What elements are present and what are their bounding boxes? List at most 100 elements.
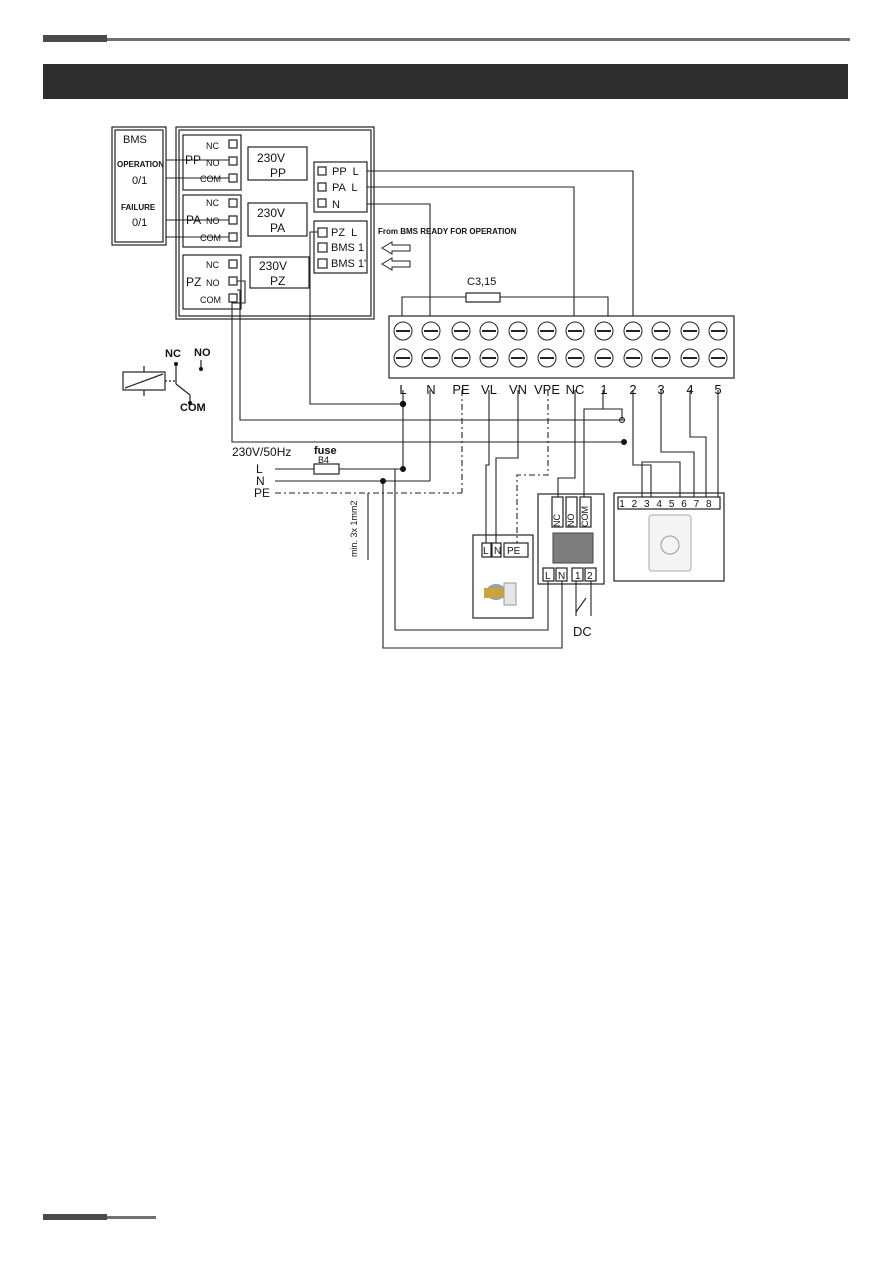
- terminal-strip: [388, 315, 735, 379]
- terminal-strip-label: 2: [629, 382, 636, 397]
- fuse-rating: B4: [318, 455, 329, 465]
- switch-supply-n: N: [558, 571, 565, 582]
- bms-title: BMS: [123, 134, 147, 146]
- footer-accent-bar: [43, 1214, 107, 1220]
- terminal-screw: [680, 321, 700, 341]
- relay-symbol-nc: NC: [165, 348, 181, 360]
- relay-pz-contacts: [182, 254, 242, 310]
- capacitor-label: C3,15: [467, 276, 496, 288]
- switch-contact-com: COM: [580, 506, 590, 527]
- relay-pp-coil: [247, 146, 308, 181]
- terminal-screw: [594, 321, 614, 341]
- bms-input-arrow: [381, 241, 411, 255]
- terminal-screw: [651, 321, 671, 341]
- valve-terminal-pe: PE: [507, 546, 521, 557]
- relay-pp-com: COM: [200, 174, 221, 184]
- pressure-switch-picture: [552, 532, 594, 564]
- relay-symbol-com: COM: [180, 402, 206, 414]
- relay-pp-label: PP: [270, 166, 286, 180]
- terminal-strip-label: 5: [714, 382, 721, 397]
- terminal-strip-label: N: [426, 382, 435, 397]
- relay-symbol-no: NO: [194, 347, 211, 359]
- supply-voltage: 230V/50Hz: [232, 445, 291, 459]
- terminal-bms-1: BMS 1: [331, 242, 364, 254]
- relay-pz-label: PZ: [270, 274, 285, 288]
- terminal-screw: [508, 348, 528, 368]
- relay-pa-contacts: [182, 194, 242, 248]
- bms-failure-value: 0/1: [132, 217, 147, 229]
- bms-operation-label: OPERATION: [117, 160, 164, 169]
- terminal-pa-l: PA L: [332, 182, 357, 194]
- supply-line-n: N: [256, 474, 265, 488]
- terminal-screw: [451, 348, 471, 368]
- terminal-screw: [537, 348, 557, 368]
- relay-pa-nc: NC: [206, 198, 219, 208]
- terminal-screw: [594, 348, 614, 368]
- terminal-strip-label: 1: [600, 382, 607, 397]
- switch-supply-l: L: [545, 571, 551, 582]
- terminal-screw: [623, 321, 643, 341]
- switch-contact-no: NO: [566, 514, 576, 528]
- terminal-strip-label: L: [399, 382, 406, 397]
- terminal-strip-label: 4: [686, 382, 693, 397]
- controller-picture: [648, 514, 692, 572]
- switch-terminal-1: 1: [575, 571, 581, 582]
- terminal-screw: [708, 321, 728, 341]
- terminal-strip-label: PE: [452, 382, 470, 397]
- terminal-screw: [565, 321, 585, 341]
- relay-pz-name: PZ: [186, 275, 201, 289]
- terminal-screw: [537, 321, 557, 341]
- relay-pp-voltage: 230V: [257, 151, 285, 165]
- terminal-screw: [479, 321, 499, 341]
- terminal-screw: [421, 348, 441, 368]
- relay-pa-com: COM: [200, 233, 221, 243]
- bms-input-arrow: [381, 257, 411, 271]
- valve-terminal-l: L: [483, 546, 489, 557]
- controller-terminal-label: 5: [669, 499, 675, 510]
- controller-terminal-label: 4: [656, 499, 662, 510]
- bms-ready-note: From BMS READY FOR OPERATION: [378, 227, 517, 236]
- supply-line-pe: PE: [254, 486, 270, 500]
- terminal-pp-l: PP L: [332, 166, 359, 178]
- relay-pa-voltage: 230V: [257, 206, 285, 220]
- relay-pz-coil: [249, 256, 310, 289]
- terminal-pz-l: PZ L: [331, 227, 357, 239]
- relay-pz-no: NO: [206, 278, 220, 288]
- terminal-strip-label: VN: [509, 382, 527, 397]
- valve-unit: [472, 534, 534, 619]
- capacitor-symbol: [465, 292, 501, 303]
- relay-pa-no: NO: [206, 216, 220, 226]
- bms-operation-value: 0/1: [132, 175, 147, 187]
- relay-pz-voltage: 230V: [259, 259, 287, 273]
- controller-terminal-label: 8: [706, 499, 712, 510]
- relay-pz-nc: NC: [206, 260, 219, 270]
- controller-terminal-label: 2: [632, 499, 638, 510]
- header-accent-bar: [43, 35, 107, 42]
- terminal-screw: [680, 348, 700, 368]
- control-box: [175, 126, 375, 320]
- terminal-screw: [508, 321, 528, 341]
- switch-contact-nc: NC: [552, 514, 562, 527]
- pressure-switch-unit: [537, 493, 605, 585]
- relay-pp-name: PP: [185, 153, 201, 167]
- relay-pa-coil: [247, 202, 308, 237]
- terminal-strip-label: VPE: [534, 382, 560, 397]
- controller-terminal-label: 1: [619, 499, 625, 510]
- relay-pp-contacts: [182, 134, 242, 191]
- terminal-screw: [451, 321, 471, 341]
- header-rule: [107, 38, 850, 41]
- terminal-screw: [421, 321, 441, 341]
- controller-terminal-label: 7: [694, 499, 700, 510]
- relay-pz-com: COM: [200, 295, 221, 305]
- fuse-label: fuse: [314, 445, 337, 457]
- footer-rule: [107, 1216, 156, 1219]
- terminal-strip-label: NC: [566, 382, 585, 397]
- terminal-screw: [565, 348, 585, 368]
- terminal-screw: [623, 348, 643, 368]
- terminal-screw: [393, 321, 413, 341]
- section-title-bar: [43, 64, 848, 99]
- switch-terminal-2: 2: [587, 571, 593, 582]
- valve-picture: [484, 582, 517, 606]
- room-controller: [613, 492, 725, 582]
